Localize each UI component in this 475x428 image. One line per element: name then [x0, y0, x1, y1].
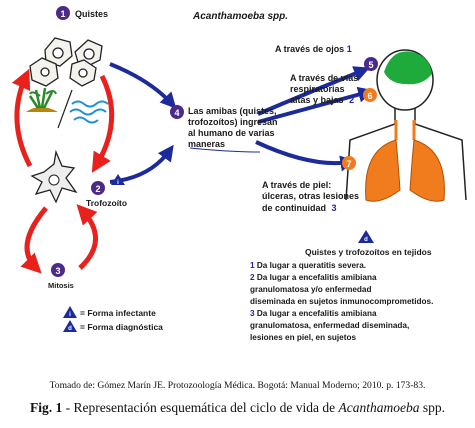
trophozoite-nucleus: [48, 174, 60, 186]
route-skin-label: A través de piel: úlceras, otras lesione…: [262, 180, 362, 213]
outcome-3-line-2: granulomatosa, enfermedad diseminada,: [250, 321, 409, 330]
stage-4-number: 4: [174, 108, 179, 118]
thin-route-line: [189, 147, 261, 153]
human-figure: [345, 49, 467, 202]
legend-diagnostic-marker: [63, 320, 77, 332]
route-7-number: 7: [346, 159, 351, 169]
lung-right-icon: [409, 139, 445, 202]
stage-3-number: 3: [55, 266, 60, 276]
route-5-badge: [364, 57, 378, 71]
stage-3-label: Mitosis: [48, 281, 74, 290]
outcome-3: 3 Da lugar a encefalitis amibiana: [250, 309, 377, 318]
infective-form-marker: [111, 174, 125, 185]
diagnostic-form-marker: [358, 230, 374, 243]
tissues-title: Quistes y trofozoítos en tejidos: [305, 247, 432, 257]
stage-2-badge: [91, 181, 105, 195]
infective-form-marker-label: i: [117, 180, 119, 186]
stage-1-badge: [56, 6, 70, 20]
legend-infective-marker: [63, 306, 77, 318]
outcome-2: 2 Da lugar a encefalitis amibiana: [250, 273, 377, 282]
legend-diagnostic-marker-label: d: [68, 326, 72, 332]
blue-infection-arrows: [109, 62, 375, 184]
outcome-1: 1 Da lugar a queratitis severa.: [250, 261, 366, 270]
route-eyes-label: A través de ojos 1: [275, 44, 352, 54]
stage-4-badge: [170, 105, 184, 119]
diagram-title: Acanthamoeba spp.: [192, 11, 288, 22]
stage-2-label: Trofozoíto: [86, 198, 127, 208]
legend-diagnostic-label: = Forma diagnóstica: [80, 322, 163, 332]
stage-2-number: 2: [95, 184, 100, 194]
legend: i = Forma infectante d = Forma diagnósti…: [63, 306, 163, 332]
tissues-outcomes: 1 Da lugar a queratitis severa. 2 Da lug…: [250, 261, 433, 342]
stage-3-badge: [51, 263, 65, 277]
route-airways-label: A través de vías respiratorias altas y b…: [290, 73, 361, 105]
route-6-badge: [363, 88, 377, 102]
outcome-3-line-3: lesiones en piel, en sujetos: [250, 333, 356, 342]
legend-infective-marker-label: i: [69, 312, 71, 318]
route-5-number: 5: [368, 60, 373, 70]
lifecycle-diagram: Acanthamoeba spp.: [11, 6, 467, 342]
outcome-2-line-2: granulomatosa y/o enfermedad: [250, 285, 371, 294]
brain-icon: [384, 51, 432, 85]
stage-1-label: Quistes: [75, 9, 108, 19]
route-6-number: 6: [367, 91, 372, 101]
source-citation: Tomado de: Gómez Marín JE. Protozoología…: [49, 380, 426, 391]
cyst-illustration: [29, 37, 103, 87]
lung-left-icon: [365, 139, 401, 202]
entry-description: Las amibas (quistes, trofozoítos) ingres…: [188, 106, 280, 149]
stage-1-number: 1: [60, 9, 65, 19]
outcome-2-line-3: diseminada en sujetos inmunocomprometido…: [250, 297, 433, 306]
environment-illustration: [26, 87, 109, 129]
figure-caption: Fig. 1 - Representación esquemática del …: [29, 400, 445, 415]
diagnostic-form-marker-label: d: [364, 237, 368, 243]
route-7-badge: [342, 156, 356, 170]
legend-infective-label: = Forma infectante: [80, 308, 156, 318]
red-cycle-arrows: [11, 68, 115, 274]
